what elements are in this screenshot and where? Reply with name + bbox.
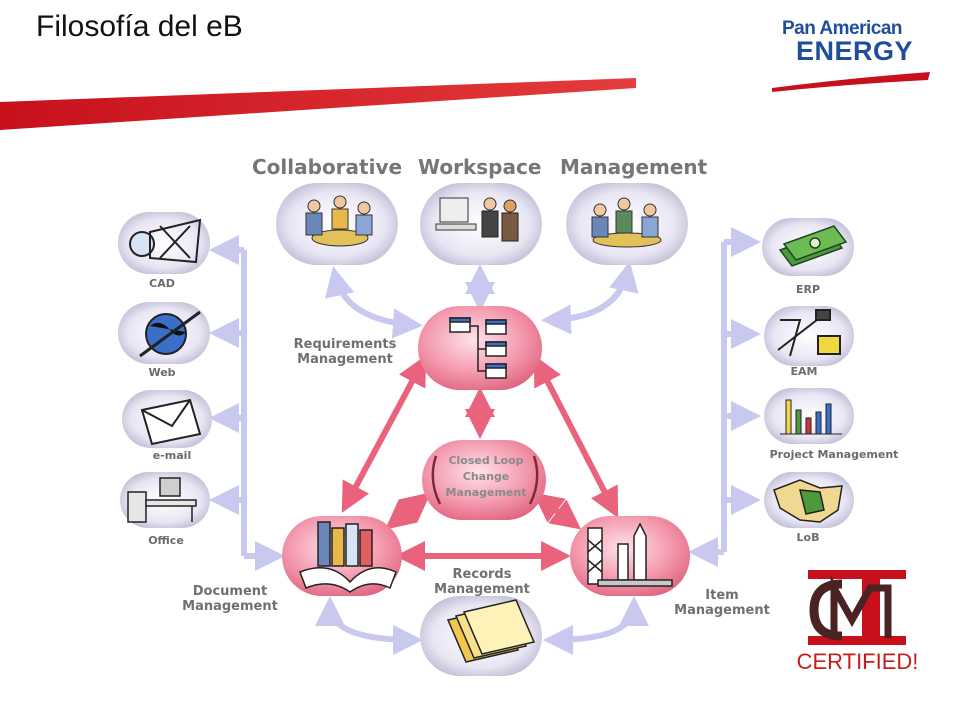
loop-arrows-icon [431, 455, 539, 505]
envelope-icon [140, 398, 202, 446]
item-label: Item Management [658, 588, 786, 618]
closed-loop-line1: Closed Loop [448, 454, 524, 467]
eam-label: EAM [790, 365, 818, 378]
eam-node [764, 306, 854, 366]
launchpad-icon [587, 522, 673, 587]
project-management-label: Project Management [769, 448, 899, 461]
workspace-label: Workspace [418, 155, 542, 179]
records-label-line1: Records [452, 567, 512, 582]
right-connector [688, 227, 761, 567]
erp-node [762, 218, 854, 276]
meeting-people-icon [305, 195, 373, 247]
closed-loop-node [422, 440, 546, 520]
project-management-node [764, 388, 854, 444]
item-label-line2: Management [674, 603, 770, 618]
erp-label: ERP [795, 283, 821, 296]
item-node [570, 516, 690, 596]
records-label: Records Management [418, 567, 546, 597]
cad-node [118, 212, 210, 274]
document-label: Document Management [166, 584, 294, 614]
cm-certified-logo [808, 570, 906, 645]
map-icon [773, 479, 843, 523]
email-node [122, 390, 212, 448]
office-node [120, 472, 210, 528]
cad-label: CAD [149, 277, 175, 290]
document-label-line2: Management [182, 599, 278, 614]
tools-icon [777, 309, 841, 357]
records-node [420, 596, 542, 676]
records-label-line2: Management [434, 582, 530, 597]
requirements-label-line2: Management [297, 352, 393, 367]
lob-label: LoB [796, 531, 820, 544]
records-connectors [315, 596, 649, 655]
office-label: Office [148, 534, 184, 547]
file-folders-icon [446, 599, 536, 663]
team-discussion-icon [591, 197, 662, 248]
document-label-line1: Document [192, 584, 268, 599]
pink-connectors [341, 355, 619, 571]
money-icon [778, 225, 848, 267]
requirements-node [418, 306, 542, 390]
certified-label: CERTIFIED! [796, 649, 919, 674]
collab-meeting-node [276, 183, 398, 265]
logo-swoosh-icon [772, 72, 930, 92]
collab-team-node [566, 183, 688, 265]
collab-connectors [324, 261, 639, 339]
web-label: Web [148, 366, 176, 379]
lob-node [764, 472, 854, 528]
collab-workstation-node [420, 183, 542, 265]
globe-icon [139, 310, 201, 358]
document-node [282, 516, 402, 596]
closed-loop-line3: Management [445, 486, 527, 499]
books-icon [299, 521, 397, 593]
management-label: Management [560, 155, 708, 179]
logo-line-1: Pan American [782, 18, 903, 39]
office-desk-icon [127, 477, 197, 523]
page-title: Filosofía del eB [36, 10, 243, 43]
requirements-label-line1: Requirements [293, 337, 397, 352]
requirements-label: Requirements Management [280, 337, 410, 367]
cad-drawing-icon [129, 218, 202, 264]
closed-loop-line2: Change [462, 470, 510, 483]
hierarchy-icon [449, 317, 507, 379]
title-band [0, 78, 636, 130]
pan-american-energy-logo: Pan American ENERGY [770, 14, 935, 92]
collaborative-label: Collaborative [252, 155, 403, 179]
email-label: e-mail [152, 449, 192, 462]
item-label-line1: Item [705, 588, 739, 603]
left-connector [209, 235, 285, 571]
logo-line-2: ENERGY [796, 36, 914, 66]
web-node [118, 302, 210, 364]
closed-loop-label: Closed Loop Change Management [436, 453, 536, 501]
workstation-icon [435, 197, 519, 242]
bar-chart-icon [780, 399, 842, 435]
